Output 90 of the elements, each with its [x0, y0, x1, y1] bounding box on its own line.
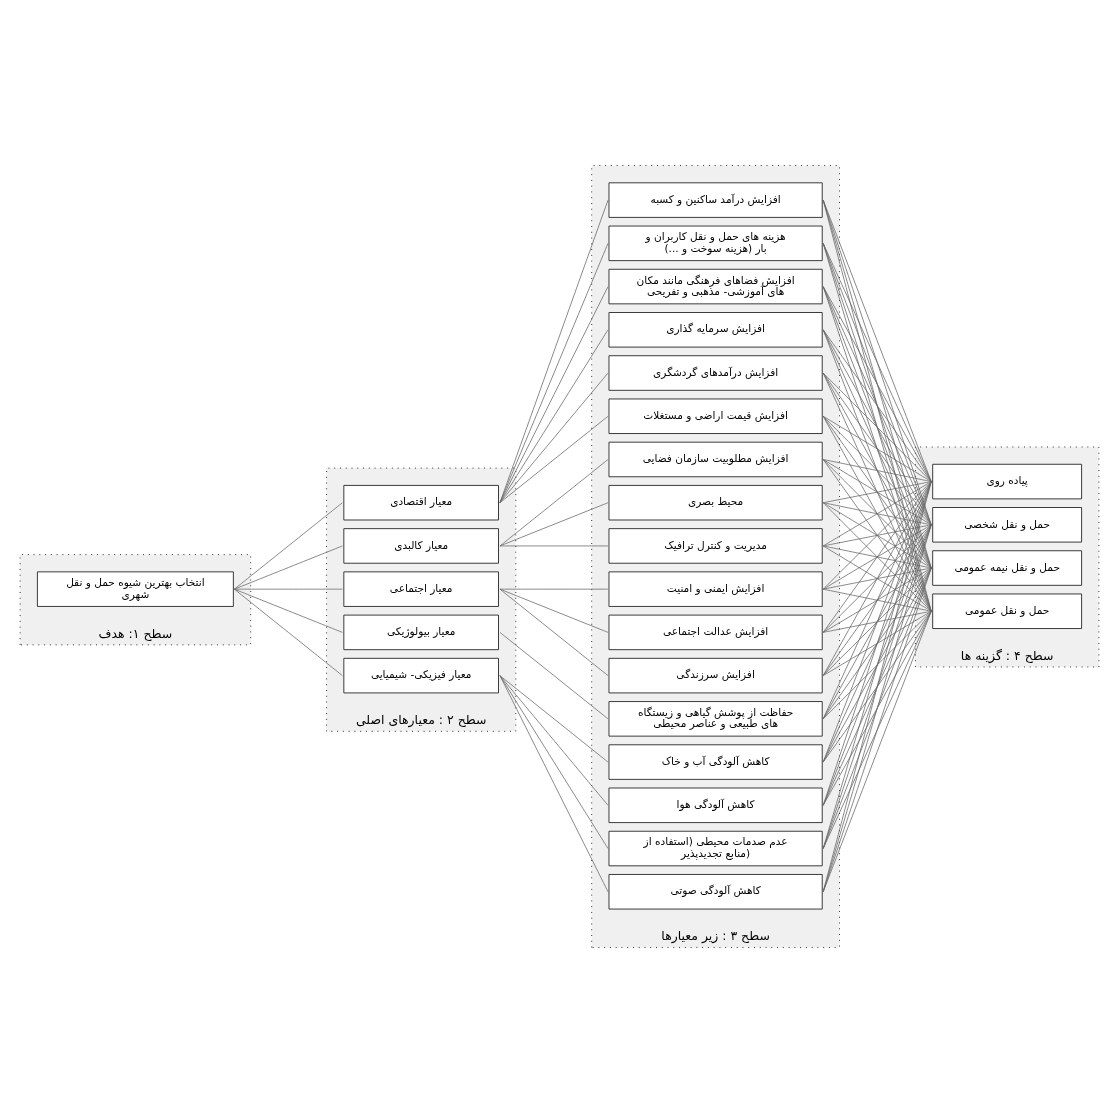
connector: [822, 328, 932, 482]
node-box: حمل و نقل نیمه عمومی: [932, 549, 1083, 586]
node-box: افزایش مطلوبیت سازمان فضایی: [608, 441, 823, 477]
node-box: معیار اقتصادی: [343, 484, 499, 520]
node-box: هزینه های حمل و نقل کاربران و بار (هزینه سوخت و ...): [608, 225, 823, 261]
connector: [822, 567, 932, 633]
connector: [822, 588, 932, 612]
node-box: افزایش ایمنی و امنیت: [608, 570, 823, 607]
connector: [822, 523, 932, 546]
connector: [822, 523, 932, 762]
node-box: افزایش سرمایه گذاری: [608, 311, 823, 348]
connector: [822, 480, 932, 719]
connector: [822, 328, 932, 568]
node-box: کاهش آلودگی هوا: [608, 787, 823, 823]
connector: [822, 567, 932, 762]
connector: [822, 523, 932, 719]
connector: [822, 415, 932, 482]
node-box: حفاظت از پوشش گیاهی و زیستگاه های طبیعی و عناصر محیطی: [608, 700, 823, 737]
connector: [822, 285, 932, 482]
connector: [822, 372, 932, 568]
connector: [822, 458, 932, 482]
node-box: حمل و نقل شخصی: [932, 506, 1083, 543]
connector: [499, 674, 609, 806]
connector: [822, 523, 932, 676]
node-box: معیار فیزیکی- شیمیایی: [343, 657, 499, 693]
node-box: افزایش درآمد ساکنین و کسبه: [608, 181, 823, 218]
connector: [822, 567, 932, 676]
connector: [822, 501, 932, 568]
connector: [822, 458, 932, 525]
node-box: افزایش فضاهای فرهنگی مانند مکان های آموزشی- مذهبی و تفریحی: [608, 268, 823, 304]
connector: [822, 610, 932, 719]
node-box: عدم صدمات محیطی (استفاده از منابع تجدیدپذیر): [608, 830, 823, 866]
node-box: پیاده روی: [932, 463, 1083, 499]
connector: [499, 372, 609, 503]
connector: [233, 588, 343, 633]
node-box: معیار اجتماعی: [343, 570, 499, 607]
node-box: افزایش عدالت اجتماعی: [608, 614, 823, 650]
connector: [822, 523, 932, 590]
node-box: معیار بیولوژیکی: [343, 614, 499, 650]
node-box: محیط بصری: [608, 484, 823, 520]
connector: [233, 588, 343, 590]
connector: [499, 588, 609, 676]
connector: [499, 674, 609, 849]
connector: [822, 372, 932, 612]
connector: [499, 458, 609, 546]
connector: [822, 567, 932, 719]
node-box: کاهش آلودگی آب و خاک: [608, 743, 823, 780]
connector: [499, 588, 609, 590]
connector: [822, 415, 932, 568]
connector: [233, 545, 343, 590]
connector: [822, 567, 932, 590]
node-box: افزایش سرزندگی: [608, 657, 823, 693]
connector: [822, 372, 932, 525]
connector: [499, 674, 609, 892]
connector: [822, 480, 932, 633]
node-box: انتخاب بهترین شیوه حمل و نقل شهری: [36, 570, 234, 607]
connector: [822, 285, 932, 525]
connector: [233, 588, 343, 676]
connector: [822, 610, 932, 762]
connector: [499, 328, 609, 503]
node-box: معیار کالبدی: [343, 527, 499, 564]
connector: [822, 610, 932, 676]
node-box: افزایش درآمدهای گردشگری: [608, 354, 823, 391]
node-box: افزایش قیمت اراضی و مستغلات: [608, 397, 823, 434]
connector: [822, 480, 932, 676]
connector: [822, 458, 932, 568]
connector: [499, 674, 609, 762]
connector: [822, 415, 932, 525]
node-box: کاهش آلودگی صوتی: [608, 873, 823, 910]
connector: [822, 545, 932, 612]
node-box: مدیریت و کنترل ترافیک: [608, 527, 823, 564]
connector: [499, 545, 609, 546]
connector: [822, 545, 932, 568]
connector: [822, 328, 932, 525]
connector: [822, 480, 932, 590]
connector: [233, 501, 343, 590]
connector: [822, 501, 932, 525]
connector: [499, 285, 609, 503]
connector: [822, 480, 932, 546]
connector: [822, 610, 932, 633]
connector: [822, 523, 932, 633]
connector: [499, 588, 609, 633]
connector: [499, 631, 609, 719]
node-box: حمل و نقل عمومی: [932, 593, 1083, 629]
connector: [822, 501, 932, 612]
connector: [822, 415, 932, 612]
connector: [822, 458, 932, 612]
connector: [822, 372, 932, 482]
connector: [499, 501, 609, 546]
connector: [822, 242, 932, 482]
